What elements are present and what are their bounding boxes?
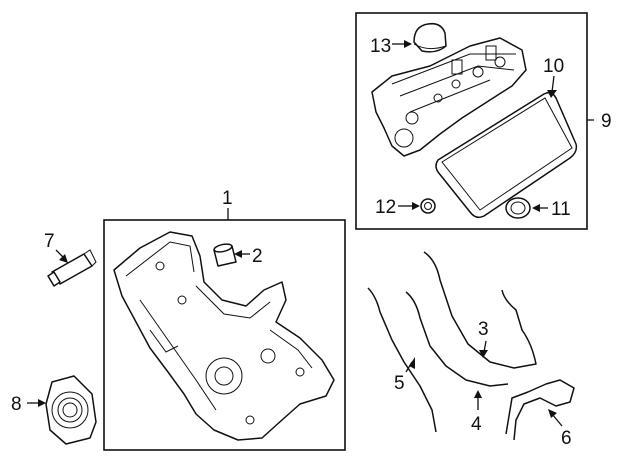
callout-5: 5 — [394, 373, 405, 394]
arrow-11 — [532, 204, 540, 212]
timing-cover-group-box — [103, 219, 346, 451]
arrow-8 — [38, 399, 46, 407]
callout-4: 4 — [471, 414, 482, 435]
callout-13: 13 — [370, 36, 391, 57]
callout-11: 11 — [551, 199, 571, 220]
leader-6 — [551, 413, 563, 427]
callout-8: 8 — [11, 394, 22, 415]
callout-10: 10 — [543, 56, 564, 77]
callout-6: 6 — [561, 428, 572, 449]
callout-12: 12 — [375, 197, 396, 218]
timing-cover-gasket-3 — [423, 251, 537, 369]
seal-11 — [505, 197, 531, 219]
arrow-4 — [474, 390, 482, 398]
valve-cover-group-box — [355, 12, 588, 230]
arrow-6 — [548, 409, 557, 418]
callout-3: 3 — [478, 319, 489, 340]
callout-7: 7 — [44, 231, 55, 252]
timing-cover-gasket-4 — [405, 291, 509, 387]
arrow-5 — [409, 357, 415, 369]
arrow-12 — [412, 202, 420, 210]
callout-2: 2 — [252, 246, 263, 267]
arrow-3 — [479, 350, 488, 358]
oil-filler-cap — [413, 22, 447, 53]
callout-1: 1 — [222, 188, 233, 209]
arrow-10 — [547, 90, 557, 98]
arrow-7 — [59, 254, 68, 263]
arrow-2 — [234, 250, 242, 258]
sealant-tube — [47, 249, 97, 287]
valve-cover — [371, 37, 527, 157]
timing-cover — [113, 231, 335, 441]
arrow-13 — [404, 40, 412, 48]
crankshaft-front-seal — [45, 375, 97, 445]
leader-10 — [551, 75, 555, 93]
dowel-pin — [213, 243, 237, 267]
timing-cover-gasket-5 — [367, 287, 437, 433]
seal-12 — [420, 198, 436, 214]
callout-9: 9 — [601, 111, 612, 132]
lower-gasket-6 — [505, 379, 575, 441]
